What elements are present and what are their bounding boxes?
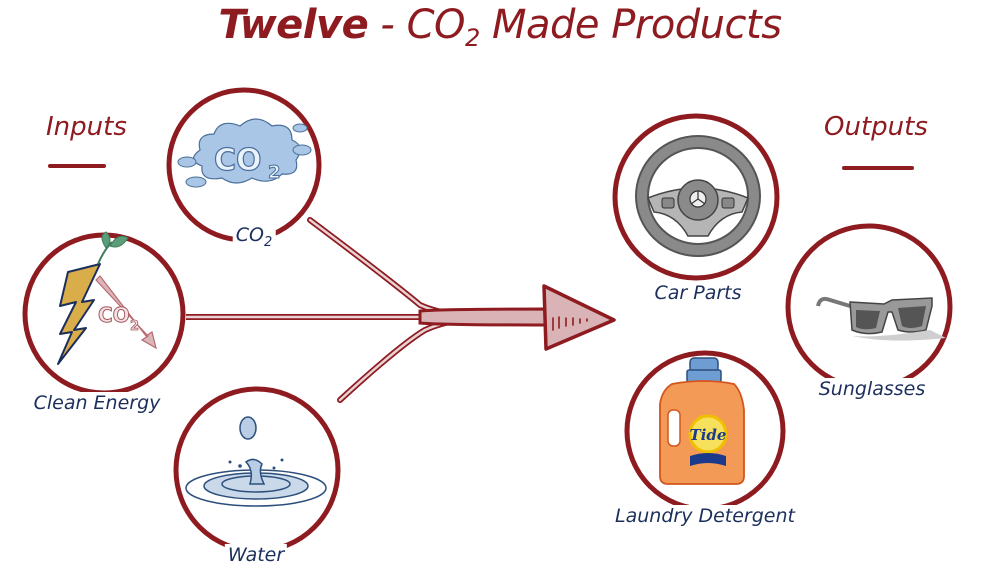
inputs-heading: Inputs <box>46 112 127 142</box>
title-dash: - <box>368 2 407 48</box>
title-prefix: Twelve <box>218 2 369 48</box>
title-co: CO <box>406 2 466 48</box>
inputs-underline <box>48 164 106 168</box>
input-label-clean-energy: Clean Energy <box>30 392 164 414</box>
sunglasses-icon <box>816 296 946 341</box>
cloud-co-sub: 2 <box>268 162 281 183</box>
co2-cloud-icon: CO 2 <box>177 118 312 188</box>
co2-label-text: CO <box>235 224 264 246</box>
arrow-shaft <box>418 307 547 327</box>
flow-arrow <box>186 217 616 403</box>
outputs-underline <box>842 166 914 170</box>
title-rest: Made Products <box>479 2 782 48</box>
downward-arrow <box>95 275 157 350</box>
energy-co-sub: 2 <box>130 319 139 334</box>
title-co-subscript: 2 <box>465 24 480 52</box>
output-label-sunglasses: Sunglasses <box>815 378 929 400</box>
energy-co-text: CO <box>98 303 130 327</box>
cloud-co-text: CO <box>214 143 262 178</box>
connector-water <box>337 316 473 403</box>
arrow-head <box>542 284 616 351</box>
co2-label-subscript: 2 <box>263 235 273 250</box>
connector-co2 <box>307 217 473 319</box>
outputs-heading: Outputs <box>824 112 928 142</box>
steering-wheel-icon <box>635 135 761 257</box>
detergent-bottle-icon: Tide <box>659 357 745 485</box>
water-drop-icon <box>185 416 327 507</box>
clean-energy-bolt-icon: CO 2 <box>57 231 157 365</box>
input-label-co2: CO2 <box>232 224 276 250</box>
output-label-laundry-detergent: Laundry Detergent <box>612 505 798 527</box>
input-label-water: Water <box>224 544 288 566</box>
tide-brand-text: Tide <box>690 426 727 444</box>
diagram-title: Twelve - CO2 Made Products <box>0 2 1000 52</box>
output-label-car-parts: Car Parts <box>651 282 745 304</box>
